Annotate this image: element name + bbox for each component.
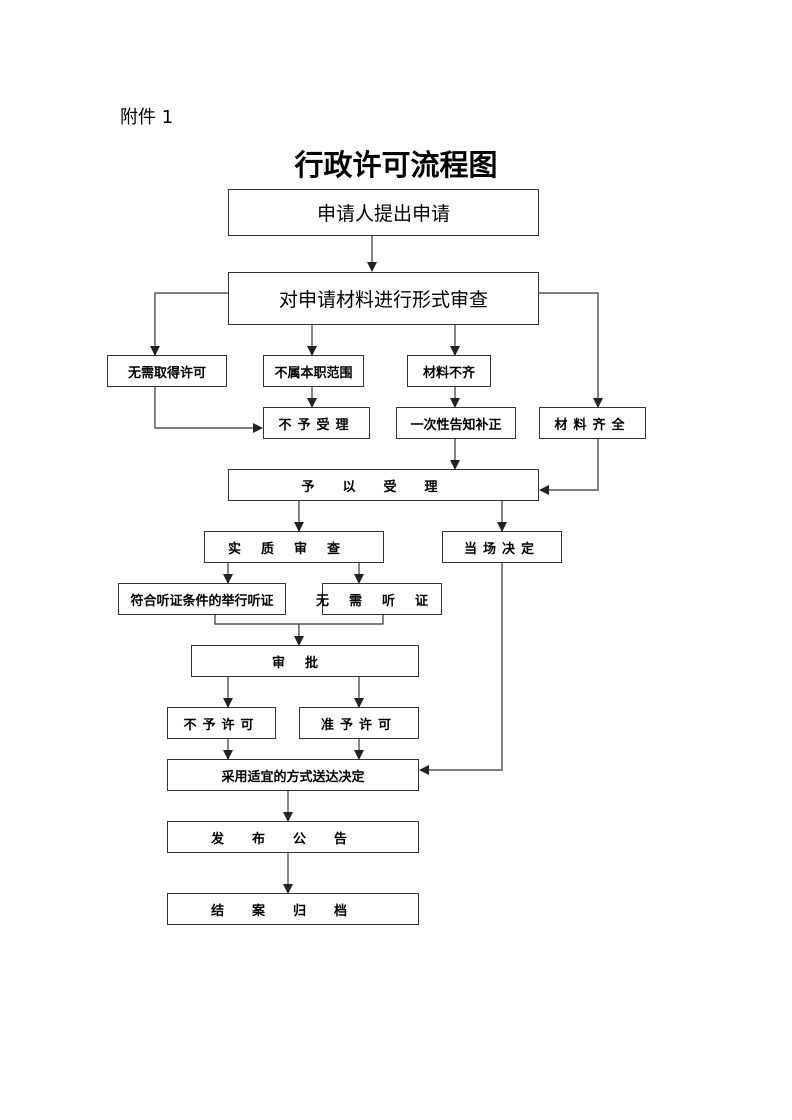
node-label: 符合听证条件的举行听证: [130, 593, 274, 609]
node-on-site-decision: 当场决定: [442, 531, 562, 563]
node-materials-complete: 材料齐全: [539, 407, 646, 439]
node-no-hearing: 无需听证: [316, 583, 442, 615]
node-out-of-scope: 不属本职范围: [263, 355, 364, 387]
node-label: 不予受理: [278, 417, 355, 433]
node-label: 材料不齐: [422, 365, 475, 381]
node-label: 对申请材料进行形式审查: [278, 289, 488, 311]
node-publish-notice: 发布公告: [167, 821, 419, 853]
edge-formal-no-permit: [150, 292, 228, 356]
node-label: 材料齐全: [554, 417, 631, 433]
node-label: 不予许可: [183, 717, 260, 733]
node-not-accepted: 不予受理: [263, 407, 370, 439]
node-accepted: 予以受理: [228, 469, 539, 501]
attachment-label: 附件 1: [120, 107, 174, 128]
edge-no-permit-not-accepted: [154, 386, 263, 433]
node-label: 审批: [271, 655, 338, 671]
node-label: 当场决定: [463, 541, 540, 557]
node-permit-denied: 不予许可: [167, 707, 276, 739]
node-label: 无需取得许可: [127, 365, 206, 381]
node-formal-review: 对申请材料进行形式审查: [228, 272, 539, 325]
node-label: 准予许可: [320, 717, 397, 733]
node-label: 一次性告知补正: [410, 417, 502, 433]
node-label: 结案归档: [210, 903, 375, 919]
node-label: 申请人提出申请: [316, 203, 450, 225]
node-deliver-decision: 采用适宜的方式送达决定: [167, 759, 419, 791]
node-substantive-review: 实质审查: [204, 531, 384, 563]
node-close-archive: 结案归档: [167, 893, 419, 925]
node-label: 实质审查: [227, 541, 360, 557]
node-apply: 申请人提出申请: [228, 189, 539, 236]
edge-formal-complete: [538, 292, 603, 408]
edge-on-site-deliver: [419, 563, 503, 775]
edge-hearing-merge: [214, 614, 384, 625]
node-approval: 审批: [191, 645, 419, 677]
node-label: 不属本职范围: [274, 365, 353, 381]
edge-complete-accepted: [539, 438, 599, 495]
page-title: 行政许可流程图: [294, 148, 498, 182]
node-label: 无需听证: [316, 593, 449, 609]
node-one-time-notice: 一次性告知补正: [396, 407, 516, 439]
node-hearing: 符合听证条件的举行听证: [118, 583, 286, 615]
node-label: 采用适宜的方式送达决定: [221, 769, 365, 785]
node-materials-incomplete: 材料不齐: [407, 355, 491, 387]
node-permit-granted: 准予许可: [299, 707, 419, 739]
node-label: 发布公告: [210, 831, 375, 847]
node-no-permit-needed: 无需取得许可: [107, 355, 227, 387]
node-label: 予以受理: [301, 479, 466, 495]
